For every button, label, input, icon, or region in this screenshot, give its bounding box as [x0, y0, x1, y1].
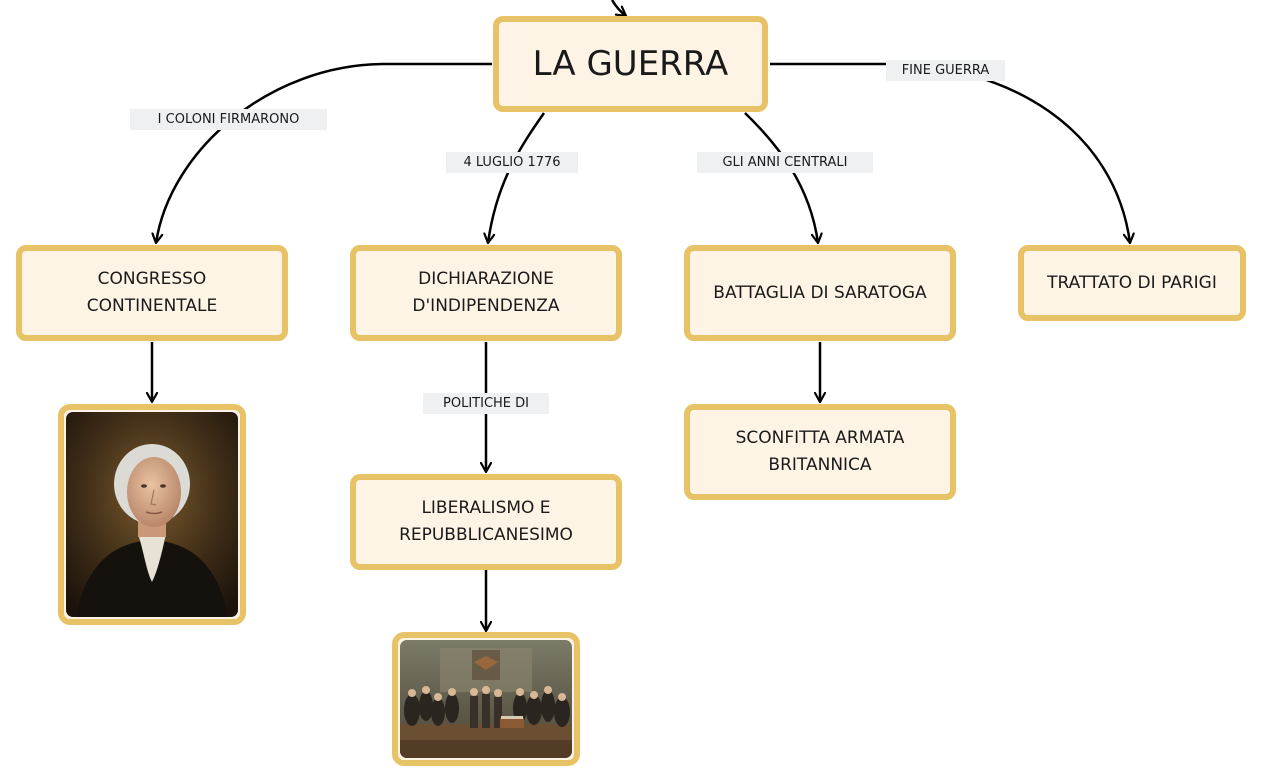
connector-saratoga	[744, 112, 818, 243]
node-dichiarazione-indipendenza-label: DICHIARAZIONE D'INDIPENDENZA	[412, 269, 560, 316]
link-label-coloni: I COLONI FIRMARONO	[130, 109, 327, 130]
node-congresso-continentale[interactable]: CONGRESSO CONTINENTALE	[16, 245, 288, 341]
node-sconfitta-armata-label: SCONFITTA ARMATA BRITANNICA	[735, 428, 905, 475]
node-sconfitta-armata[interactable]: SCONFITTA ARMATA BRITANNICA	[684, 404, 956, 500]
connector-congresso	[156, 62, 492, 243]
declaration-painting-node[interactable]	[392, 632, 580, 766]
node-dichiarazione-indipendenza[interactable]: DICHIARAZIONE D'INDIPENDENZA	[350, 245, 622, 341]
link-label-politiche: POLITICHE DI	[423, 393, 549, 414]
node-la-guerra-label: LA GUERRA	[532, 44, 729, 84]
portrait-image	[66, 412, 238, 617]
node-la-guerra[interactable]: LA GUERRA	[493, 16, 768, 112]
node-battaglia-saratoga[interactable]: BATTAGLIA DI SARATOGA	[684, 245, 956, 341]
link-label-fine-guerra: FINE GUERRA	[886, 60, 1005, 81]
node-congresso-continentale-label: CONGRESSO CONTINENTALE	[86, 269, 218, 316]
node-trattato-parigi[interactable]: TRATTATO DI PARIGI	[1018, 245, 1246, 321]
portrait-image-node[interactable]	[58, 404, 246, 625]
node-trattato-parigi-label: TRATTATO DI PARIGI	[1047, 272, 1217, 293]
node-battaglia-saratoga-label: BATTAGLIA DI SARATOGA	[713, 282, 927, 303]
incoming-arrow	[610, 0, 626, 16]
node-liberalismo[interactable]: LIBERALISMO E REPUBBLICANESIMO	[350, 474, 622, 570]
node-liberalismo-label: LIBERALISMO E REPUBBLICANESIMO	[399, 498, 573, 545]
link-label-luglio: 4 LUGLIO 1776	[446, 152, 578, 173]
connector-dichiarazione	[488, 112, 546, 243]
link-label-anni-centrali: GLI ANNI CENTRALI	[697, 152, 873, 173]
declaration-painting-image	[400, 640, 572, 758]
